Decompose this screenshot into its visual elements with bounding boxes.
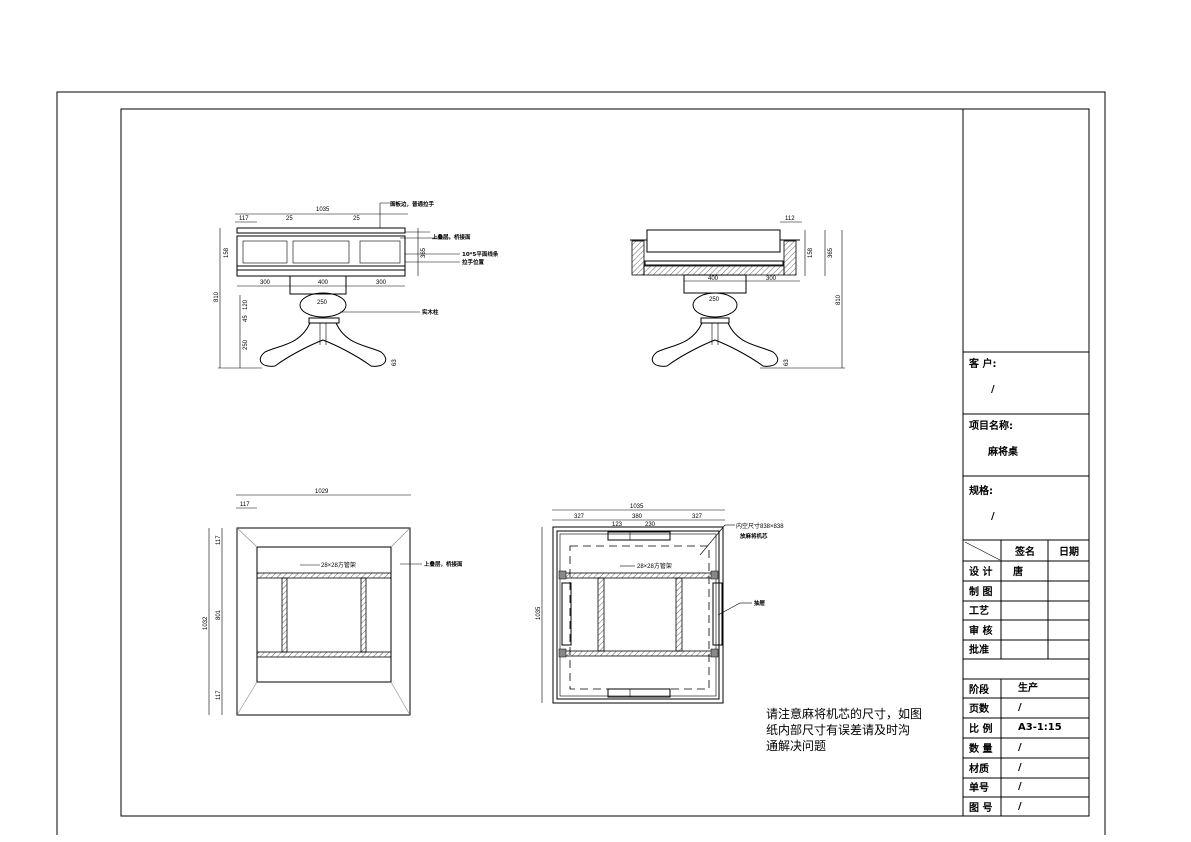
spec-value: / xyxy=(991,511,995,522)
project-value: 麻将桌 xyxy=(987,445,1018,458)
dim-label: 45 xyxy=(243,315,249,322)
info-row-value: / xyxy=(1018,781,1022,792)
dim-label: 120 xyxy=(243,299,249,310)
side-section-view: 112 158 365 400 300 250 810 63 xyxy=(630,216,845,369)
info-row-label: 比 例 xyxy=(969,722,992,735)
dim-label: 300 xyxy=(260,280,271,286)
dim-label: 158 xyxy=(808,247,814,258)
dim-label: 1029 xyxy=(315,489,329,495)
annotation: 抽屉 xyxy=(754,599,766,607)
dim-label: 810 xyxy=(214,291,220,302)
dim-label: 117 xyxy=(239,216,249,222)
annotation: 28×28方管架 xyxy=(321,561,356,569)
dim-label: 25 xyxy=(353,216,360,222)
annotation: 拉手位置 xyxy=(462,258,485,266)
dim-label: 400 xyxy=(708,276,719,282)
sign-row-label: 批准 xyxy=(969,643,989,656)
dim-label: 230 xyxy=(645,522,656,528)
project-label: 项目名称: xyxy=(969,419,1013,432)
inner-plan-view: 1035 327 380 327 123 230 1035 内空尺寸838×83… xyxy=(536,504,784,704)
info-row-label: 图 号 xyxy=(969,802,992,814)
front-view: 1035 117 25 25 300 400 300 250 810 365 1… xyxy=(214,200,499,369)
info-row-label: 单号 xyxy=(969,781,989,794)
dim-label: 327 xyxy=(574,514,585,520)
annotation: 上叠层，桥接面 xyxy=(424,560,463,568)
outer-frame xyxy=(56,91,1106,835)
title-block: 客 户: / 项目名称: 麻将桌 规格: / 签名 日期 设 计 唐 制 图 工… xyxy=(962,109,1089,816)
note-line: 请注意麻将机芯的尺寸，如图 xyxy=(766,706,922,721)
dim-label: 250 xyxy=(709,297,720,303)
annotation: 上叠层，桥接面 xyxy=(432,233,471,241)
info-row-label: 页数 xyxy=(969,702,990,715)
dim-label: 123 xyxy=(612,522,623,528)
sign-header: 签名 xyxy=(1014,545,1035,558)
sign-row-label: 审 核 xyxy=(969,624,992,637)
annotation: 实木柱 xyxy=(422,308,439,316)
sign-row-label: 设 计 xyxy=(969,565,992,578)
info-row-value: A3-1:15 xyxy=(1018,722,1062,733)
sign-row-label: 工艺 xyxy=(969,604,989,617)
dim-label: 365 xyxy=(421,247,427,258)
dim-label: 365 xyxy=(828,247,834,258)
info-row-value: 生产 xyxy=(1018,681,1038,694)
dim-label: 250 xyxy=(243,339,249,350)
dim-label: 158 xyxy=(224,247,230,258)
dim-label: 250 xyxy=(317,300,328,306)
dim-label: 1035 xyxy=(536,606,542,620)
spec-label: 规格: xyxy=(969,484,993,497)
dim-label: 117 xyxy=(216,535,222,545)
dim-label: 112 xyxy=(785,216,795,222)
sign-row-label: 制 图 xyxy=(969,585,992,598)
dim-label: 1035 xyxy=(630,504,644,510)
dim-label: 63 xyxy=(392,359,398,366)
info-row-value: / xyxy=(1018,742,1022,753)
dim-label: 380 xyxy=(632,514,643,520)
annotation: 放麻将机芯 xyxy=(739,532,768,540)
note-text: 请注意麻将机芯的尺寸，如图 纸内部尺寸有误差请及时沟 通解决问题 xyxy=(766,706,922,753)
dim-label: 300 xyxy=(376,280,387,286)
inner-frame xyxy=(120,108,1090,817)
info-row-value: / xyxy=(1018,702,1022,713)
dim-label: 300 xyxy=(766,276,777,282)
annotation: 内空尺寸838×838 xyxy=(736,522,784,530)
dim-label: 810 xyxy=(836,294,842,305)
client-value: / xyxy=(991,384,995,395)
info-row-value: / xyxy=(1018,801,1022,812)
client-label: 客 户: xyxy=(968,357,996,370)
note-line: 通解决问题 xyxy=(766,739,826,753)
info-row-label: 阶段 xyxy=(969,683,989,696)
dim-label: 1035 xyxy=(316,207,330,213)
top-plan-view: 1029 117 1032 801 117 117 28×28方管架 上叠层，桥… xyxy=(203,489,463,716)
dim-label: 400 xyxy=(318,280,329,286)
annotation: 28×28方管架 xyxy=(637,562,672,570)
dim-label: 25 xyxy=(286,216,293,222)
dim-label: 63 xyxy=(784,359,790,366)
info-row-value: / xyxy=(1018,762,1022,773)
sign-row-value: 唐 xyxy=(1013,565,1023,578)
dim-label: 327 xyxy=(692,514,703,520)
dim-label: 117 xyxy=(216,690,222,700)
dim-label: 117 xyxy=(240,502,250,508)
annotation: 面板边，普通拉手 xyxy=(390,200,435,208)
annotation: 10*5平面线条 xyxy=(462,250,499,258)
info-row-label: 数 量 xyxy=(969,742,992,755)
dim-label: 801 xyxy=(216,609,222,620)
dim-label: 1032 xyxy=(203,616,209,630)
note-line: 纸内部尺寸有误差请及时沟 xyxy=(766,722,910,737)
info-row-label: 材质 xyxy=(969,762,989,775)
date-header: 日期 xyxy=(1059,545,1079,558)
